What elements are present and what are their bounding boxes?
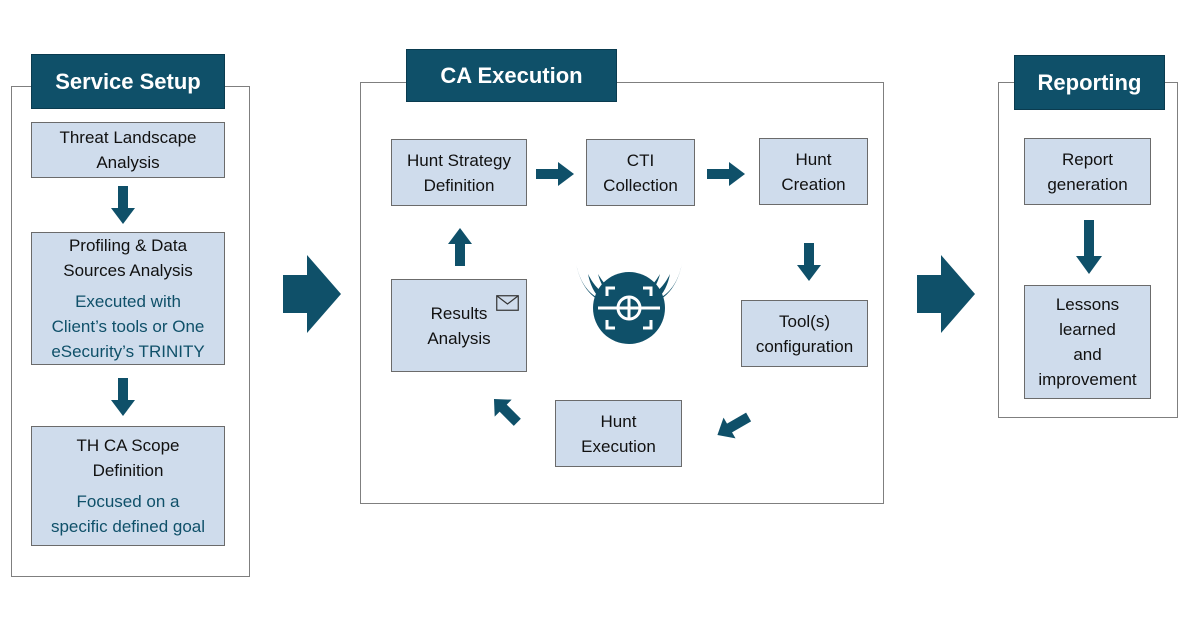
ca-execution-header: CA Execution xyxy=(406,49,617,102)
scope-line1: TH CA Scope xyxy=(76,436,180,455)
arrow-down-icon xyxy=(797,243,821,281)
arrow-down-icon xyxy=(111,186,135,224)
hunt-execution-line2: Execution xyxy=(581,436,656,456)
arrow-down-icon xyxy=(111,378,135,416)
reporting-header: Reporting xyxy=(1014,55,1165,110)
hunt-strategy-box: Hunt Strategy Definition xyxy=(391,139,527,206)
profiling-box: Profiling & Data Sources Analysis Execut… xyxy=(31,232,225,365)
winged-target-logo xyxy=(576,264,682,344)
hunt-execution-box: Hunt Execution xyxy=(555,400,682,467)
profiling-line1: Profiling & Data xyxy=(68,236,188,255)
hunt-creation-line2: Creation xyxy=(781,174,846,194)
tool-config-line1: Tool(s) xyxy=(778,311,830,331)
cti-collection-box: CTI Collection xyxy=(586,139,695,206)
results-analysis-box: Results Analysis xyxy=(391,279,527,372)
profiling-line2: Sources Analysis xyxy=(63,261,193,280)
hunt-strategy-line1: Hunt Strategy xyxy=(407,150,511,170)
service-setup-header: Service Setup xyxy=(31,54,225,109)
scope-note1: Focused on a xyxy=(76,492,180,511)
service-setup-title: Service Setup xyxy=(55,68,201,94)
threat-landscape-box: Threat Landscape Analysis xyxy=(31,122,225,178)
tool-config-line2: configuration xyxy=(755,336,854,356)
arrow-down-icon xyxy=(1076,220,1102,274)
lessons-line2: learned xyxy=(1059,320,1116,339)
cti-line2: Collection xyxy=(603,175,678,195)
hunt-creation-box: Hunt Creation xyxy=(759,138,868,205)
tool-configuration-box: Tool(s) configuration xyxy=(741,300,868,367)
scope-definition-box: TH CA Scope Definition Focused on a spec… xyxy=(31,426,225,546)
report-line1: Report xyxy=(1061,149,1114,169)
cti-line1: CTI xyxy=(626,150,655,170)
envelope-icon xyxy=(496,295,519,311)
ca-execution-title: CA Execution xyxy=(440,62,583,88)
results-line2: Analysis xyxy=(427,328,491,348)
report-generation-box: Report generation xyxy=(1024,138,1151,205)
profiling-note3: eSecurity’s TRINITY xyxy=(51,342,205,361)
threat-landscape-line2: Analysis xyxy=(96,153,160,172)
lessons-learned-box: Lessons learned and improvement xyxy=(1024,285,1151,399)
arrow-up-icon xyxy=(448,228,472,266)
lessons-line3: and xyxy=(1073,345,1102,364)
profiling-note1: Executed with xyxy=(75,292,181,311)
arrow-right-icon xyxy=(707,162,745,186)
arrow-down-left-icon xyxy=(717,412,752,439)
arrow-right-icon xyxy=(536,162,574,186)
lessons-line4: improvement xyxy=(1038,370,1137,389)
hunt-strategy-line2: Definition xyxy=(423,175,495,195)
scope-note2: specific defined goal xyxy=(50,517,206,536)
reporting-title: Reporting xyxy=(1037,69,1142,95)
arrow-up-left-icon xyxy=(493,398,521,426)
profiling-note2: Client’s tools or One xyxy=(51,317,205,336)
big-arrow-right-icon xyxy=(917,255,975,333)
hunt-creation-line1: Hunt xyxy=(795,149,832,169)
scope-line2: Definition xyxy=(92,461,164,480)
threat-landscape-line1: Threat Landscape xyxy=(59,128,197,147)
report-line2: generation xyxy=(1047,174,1128,194)
hunt-execution-line1: Hunt xyxy=(600,411,637,431)
big-arrow-right-icon xyxy=(283,255,341,333)
lessons-line1: Lessons xyxy=(1055,295,1120,314)
results-line1: Results xyxy=(430,303,488,323)
